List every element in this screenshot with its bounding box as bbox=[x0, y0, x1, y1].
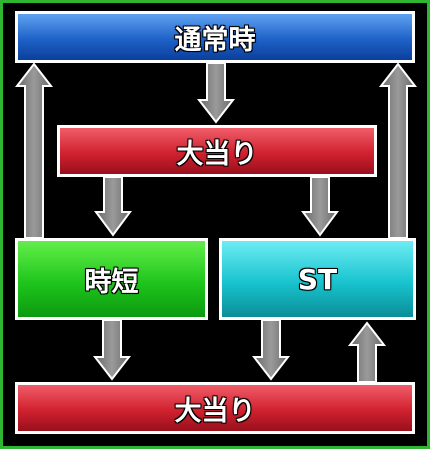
jitan-label: 時短 bbox=[84, 266, 139, 298]
arrow-jackpot-to-jitan bbox=[94, 176, 132, 237]
st-box: ST bbox=[219, 238, 416, 320]
arrow-st-to-normal bbox=[378, 62, 418, 239]
normal-mode-label: 通常時 bbox=[174, 24, 256, 56]
arrow-st-to-jackpot bbox=[251, 319, 291, 381]
jackpot-label-bottom: 大当り bbox=[174, 395, 256, 427]
st-label: ST bbox=[297, 262, 338, 296]
jackpot-box-bottom: 大当り bbox=[15, 382, 415, 434]
arrow-jackpot-to-st-up bbox=[347, 321, 387, 383]
jackpot-box-top: 大当り bbox=[57, 125, 377, 177]
arrow-jitan-to-jackpot bbox=[92, 319, 132, 381]
arrow-jitan-to-normal bbox=[14, 62, 54, 239]
jitan-box: 時短 bbox=[15, 238, 208, 320]
arrow-jackpot-to-st bbox=[301, 176, 339, 237]
jackpot-label-top: 大当り bbox=[176, 138, 258, 170]
normal-mode-box: 通常時 bbox=[15, 11, 415, 63]
arrow-normal-to-jackpot bbox=[196, 62, 236, 124]
